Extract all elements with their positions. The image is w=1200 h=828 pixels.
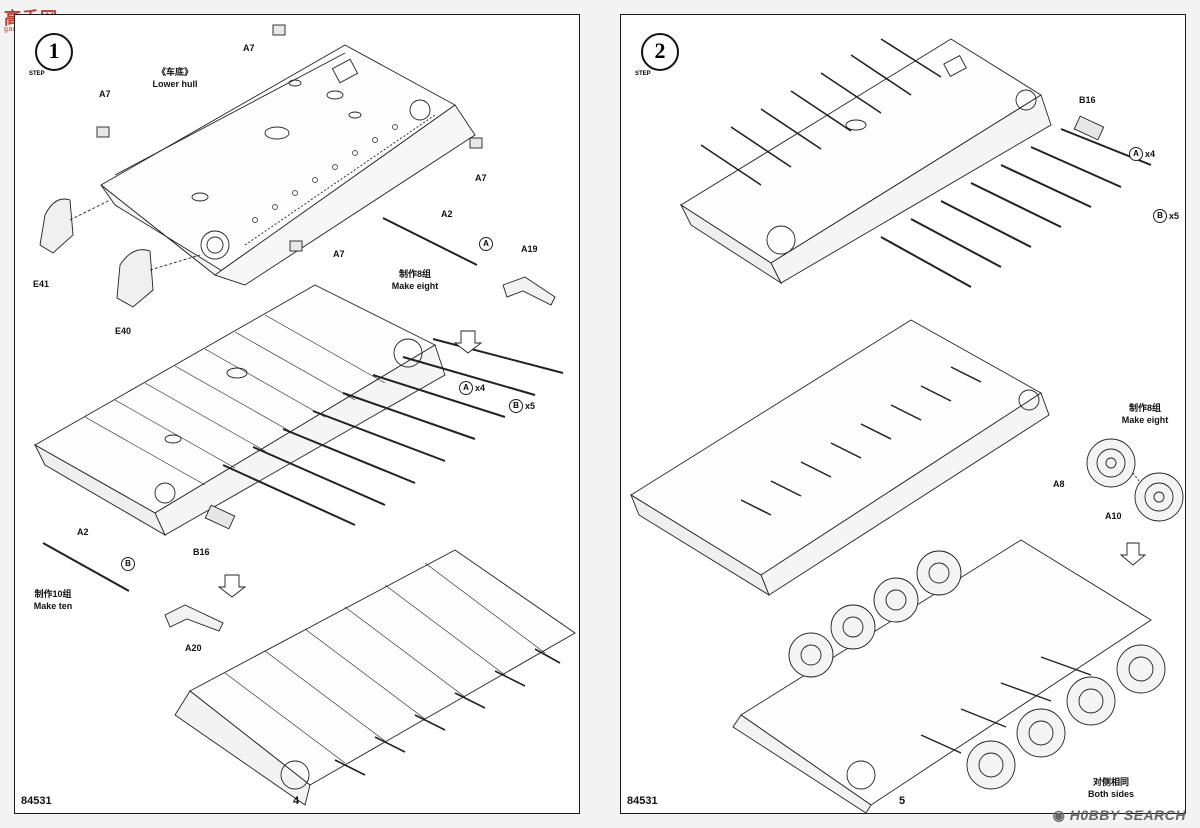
torsion-bar-a2-top <box>382 217 556 306</box>
label-make-ten-cn: 制作10组 <box>34 589 72 599</box>
flow-arrows <box>217 330 483 598</box>
label-a19: A19 <box>521 244 538 254</box>
step-1-word: STEP <box>28 71 46 77</box>
label-a-count-right: x4 <box>1145 149 1156 159</box>
left-page-drawing <box>33 24 576 806</box>
right-page-drawing <box>630 38 1184 814</box>
label-a8: A8 <box>1053 479 1065 489</box>
lower-hull-drawing <box>100 44 476 286</box>
label-e41: E41 <box>33 279 50 289</box>
left-page-number: 4 <box>293 795 300 807</box>
label-a2-top: A2 <box>441 209 453 219</box>
label-b-count: x5 <box>525 401 536 411</box>
callout-a: A <box>459 381 473 395</box>
step-1-number: 1 <box>48 38 60 63</box>
instruction-page-right: 2 STEP B16 A x4 B x5 制作8组 Make eight A8 … <box>620 14 1186 814</box>
bottom-hull-right <box>732 539 1166 814</box>
label-make-eight-cn-right: 制作8组 <box>1128 403 1162 413</box>
torsion-arms-left <box>222 338 564 526</box>
top-hull-drawing <box>679 38 1052 285</box>
step-2-number: 2 <box>654 38 666 63</box>
label-a2-bottom: A2 <box>77 527 89 537</box>
label-lower-hull-en: Lower hull <box>152 79 198 89</box>
label-b16: B16 <box>193 547 210 557</box>
label-b-count-right: x5 <box>1169 211 1180 221</box>
label-make-eight-cn: 制作8组 <box>398 269 432 279</box>
right-page-code: 84531 <box>627 795 658 807</box>
b16-part <box>204 504 236 530</box>
label-a7-1: A7 <box>243 43 255 53</box>
b16-part-right <box>1073 115 1105 141</box>
step-1-badge: 1 STEP <box>28 33 73 77</box>
callout-b-sub: B <box>121 557 135 571</box>
callout-b-right: B <box>1153 209 1167 223</box>
label-a7-2: A7 <box>99 89 111 99</box>
step-2-word: STEP <box>634 71 652 77</box>
label-b16-right: B16 <box>1079 95 1096 105</box>
label-a-count: x4 <box>475 383 486 393</box>
a7-parts <box>96 24 483 252</box>
callout-a-right: A <box>1129 147 1143 161</box>
hobby-search-watermark: ◉ H0BBY SEARCH <box>1053 807 1186 824</box>
label-lower-hull-cn: 《车底》 <box>156 67 194 77</box>
left-page-code: 84531 <box>21 795 52 807</box>
callout-b: B <box>509 399 523 413</box>
label-a20: A20 <box>185 643 202 653</box>
label-both-sides-cn: 对侧相同 <box>1092 777 1130 787</box>
label-a10: A10 <box>1105 511 1122 521</box>
label-a7-3: A7 <box>475 173 487 183</box>
callout-a-sub: A <box>479 237 493 251</box>
torsion-bar-a2-bottom <box>42 542 224 632</box>
label-e40: E40 <box>115 326 132 336</box>
flow-arrows-right <box>1119 542 1147 566</box>
label-make-eight-en-right: Make eight <box>1121 415 1169 425</box>
right-page-number: 5 <box>899 795 906 807</box>
road-wheel-parts <box>1086 438 1184 522</box>
middle-hull-drawing <box>33 284 446 537</box>
hobby-search-text: H0BBY SEARCH <box>1069 807 1186 823</box>
label-make-eight-en: Make eight <box>391 281 439 291</box>
middle-hull-right <box>630 319 1050 597</box>
bottom-hull-drawing <box>174 549 576 806</box>
label-both-sides-en: Both sides <box>1087 789 1135 799</box>
instruction-page-left: 1 STEP 《车底》 Lower hull A7 A7 A7 A7 E41 E… <box>14 14 580 814</box>
label-a7-4: A7 <box>333 249 345 259</box>
hobby-search-icon: ◉ <box>1052 807 1066 823</box>
step-2-badge: 2 STEP <box>634 33 679 77</box>
label-make-ten-en: Make ten <box>33 601 73 611</box>
bracket-parts <box>39 198 201 308</box>
